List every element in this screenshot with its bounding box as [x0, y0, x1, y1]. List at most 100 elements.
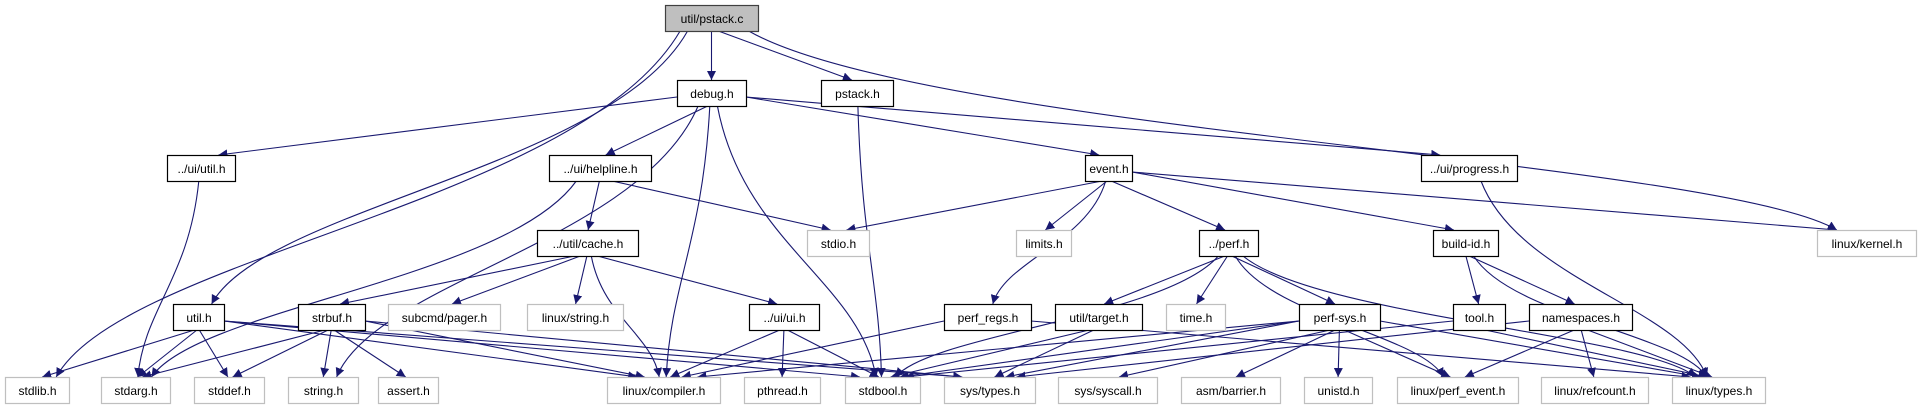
edge-perf-sys-h-to-linux-types-h: [1379, 320, 1701, 380]
node-label-asm-barrier-h: asm/barrier.h: [1196, 384, 1266, 398]
edge-build-id-h-to-namespaces-h: [1468, 255, 1575, 305]
edge-strbuf-h-to-stddef-h: [232, 329, 329, 378]
edge-namespaces-h-to-sys-types-h: [1016, 320, 1530, 381]
node-label-stdbool-h: stdbool.h: [859, 384, 908, 398]
node-util-h[interactable]: util.h: [172, 303, 226, 332]
node-util-cache-h[interactable]: ../util/cache.h: [536, 229, 640, 258]
node-build-id-h[interactable]: build-id.h: [1432, 229, 1500, 258]
node-assert-h: assert.h: [377, 376, 440, 405]
node-label-namespaces-h: namespaces.h: [1542, 311, 1620, 325]
node-box-sys-types-h: [943, 376, 1037, 405]
edge-util-cache-h-to-subcmd-pager-h: [451, 255, 581, 306]
node-string-h: string.h: [287, 376, 360, 405]
node-label-linux-perf-event-h: linux/perf_event.h: [1411, 384, 1506, 398]
node-box-util-target-h: [1054, 303, 1144, 332]
node-label-perf-h: ../perf.h: [1209, 237, 1250, 251]
node-label-assert-h: assert.h: [387, 384, 430, 398]
node-box-linux-kernel-h: [1816, 229, 1918, 258]
node-stddef-h: stddef.h: [193, 376, 266, 405]
node-box-stdbool-h: [844, 376, 922, 405]
node-box-stdarg-h: [100, 376, 172, 405]
edge-event-h-to-linux-kernel-h: [1131, 171, 1837, 234]
edge-perf-h-to-util-target-h: [1103, 255, 1225, 305]
node-box-util-h: [172, 303, 226, 332]
node-stdlib-h: stdlib.h: [4, 376, 71, 405]
edge-pstack-c-to-stdlib-h: [55, 30, 681, 378]
edge-build-id-h-to-tool-h: [1465, 255, 1481, 305]
edge-util-h-to-stddef-h: [198, 329, 229, 378]
edge-perf-regs-h-to-linux-compiler-h: [681, 320, 945, 380]
node-label-util-cache-h: ../util/cache.h: [553, 237, 624, 251]
node-event-h[interactable]: event.h: [1084, 154, 1134, 183]
node-box-ui-helpline-h: [548, 154, 653, 183]
node-label-pstack-c: util/pstack.c: [681, 12, 744, 26]
node-box-limits-h: [1015, 229, 1073, 258]
node-limits-h: limits.h: [1015, 229, 1073, 258]
node-box-sys-syscall-h: [1057, 376, 1159, 405]
node-box-stdio-h: [806, 229, 871, 258]
node-pstack-h[interactable]: pstack.h: [820, 79, 895, 108]
node-ui-ui-h[interactable]: ../ui/ui.h: [748, 303, 821, 332]
edge-util-cache-h-to-ui-ui-h: [597, 255, 778, 307]
edge-event-h-to-build-id-h: [1131, 171, 1454, 233]
edge-ui-ui-h-to-linux-compiler-h: [670, 329, 781, 378]
node-label-stdio-h: stdio.h: [821, 237, 856, 251]
node-perf-regs-h[interactable]: perf_regs.h: [943, 303, 1033, 332]
node-tool-h[interactable]: tool.h: [1452, 303, 1507, 332]
node-label-linux-refcount-h: linux/refcount.h: [1554, 384, 1635, 398]
node-box-stdlib-h: [4, 376, 71, 405]
edge-ui-helpline-h-to-stdarg-h: [151, 180, 577, 378]
node-linux-compiler-h: linux/compiler.h: [606, 376, 722, 405]
node-label-subcmd-pager-h: subcmd/pager.h: [402, 311, 487, 325]
node-label-linux-kernel-h: linux/kernel.h: [1832, 237, 1903, 251]
node-ui-helpline-h[interactable]: ../ui/helpline.h: [548, 154, 653, 183]
node-ui-util-h[interactable]: ../ui/util.h: [166, 154, 237, 183]
edge-strbuf-h-to-assert-h: [333, 329, 407, 378]
edge-strbuf-h-to-stdarg-h: [142, 329, 326, 380]
node-pstack-c[interactable]: util/pstack.c: [664, 4, 760, 33]
node-stdbool-h: stdbool.h: [844, 376, 922, 405]
node-label-stdlib-h: stdlib.h: [18, 384, 56, 398]
node-label-ui-ui-h: ../ui/ui.h: [763, 311, 805, 325]
nodes-layer: util/pstack.c debug.h pstack.h ../ui/util.h…: [4, 4, 1918, 405]
node-box-asm-barrier-h: [1180, 376, 1282, 405]
edge-namespaces-h-to-linux-types-h: [1587, 329, 1713, 379]
node-label-linux-compiler-h: linux/compiler.h: [623, 384, 706, 398]
node-label-sys-types-h: sys/types.h: [960, 384, 1020, 398]
node-box-subcmd-pager-h: [387, 303, 502, 332]
node-label-string-h: string.h: [304, 384, 343, 398]
node-label-event-h: event.h: [1089, 162, 1128, 176]
edge-pstack-c-to-util-h: [211, 30, 689, 305]
node-label-unistd-h: unistd.h: [1317, 384, 1359, 398]
node-label-stddef-h: stddef.h: [208, 384, 251, 398]
node-box-ui-util-h: [166, 154, 237, 183]
edge-tool-h-to-linux-types-h: [1485, 329, 1708, 380]
node-label-linux-types-h: linux/types.h: [1686, 384, 1753, 398]
edge-pstack-c-to-pstack-h: [718, 30, 852, 82]
node-util-target-h[interactable]: util/target.h: [1054, 303, 1144, 332]
edge-ui-ui-h-to-stdbool-h: [787, 329, 880, 378]
node-box-perf-sys-h: [1298, 303, 1382, 332]
node-strbuf-h[interactable]: strbuf.h: [297, 303, 367, 332]
node-perf-h[interactable]: ../perf.h: [1198, 229, 1260, 258]
node-ui-progress-h[interactable]: ../ui/progress.h: [1420, 154, 1519, 183]
edge-debug-h-to-stdbool-h: [716, 105, 879, 378]
node-box-perf-regs-h: [943, 303, 1033, 332]
node-perf-sys-h[interactable]: perf-sys.h: [1298, 303, 1382, 332]
edge-strbuf-h-to-string-h: [320, 329, 332, 378]
edge-namespaces-h-to-linux-refcount-h: [1580, 329, 1596, 378]
node-debug-h[interactable]: debug.h: [676, 79, 748, 108]
node-asm-barrier-h: asm/barrier.h: [1180, 376, 1282, 405]
edge-util-cache-h-to-strbuf-h: [339, 255, 575, 307]
node-box-namespaces-h: [1528, 303, 1634, 332]
node-linux-refcount-h: linux/refcount.h: [1540, 376, 1650, 405]
node-subcmd-pager-h: subcmd/pager.h: [387, 303, 502, 332]
node-box-unistd-h: [1303, 376, 1374, 405]
edge-ui-helpline-h-to-util-cache-h: [585, 180, 600, 231]
edge-util-target-h-to-sys-types-h: [994, 329, 1095, 378]
edge-ui-util-h-to-stdarg-h: [134, 180, 200, 378]
edge-pstack-c-to-linux-kernel-h: [748, 30, 1838, 231]
edge-event-h-to-perf-h: [1111, 180, 1226, 231]
node-namespaces-h[interactable]: namespaces.h: [1528, 303, 1634, 332]
node-box-ui-ui-h: [748, 303, 821, 332]
